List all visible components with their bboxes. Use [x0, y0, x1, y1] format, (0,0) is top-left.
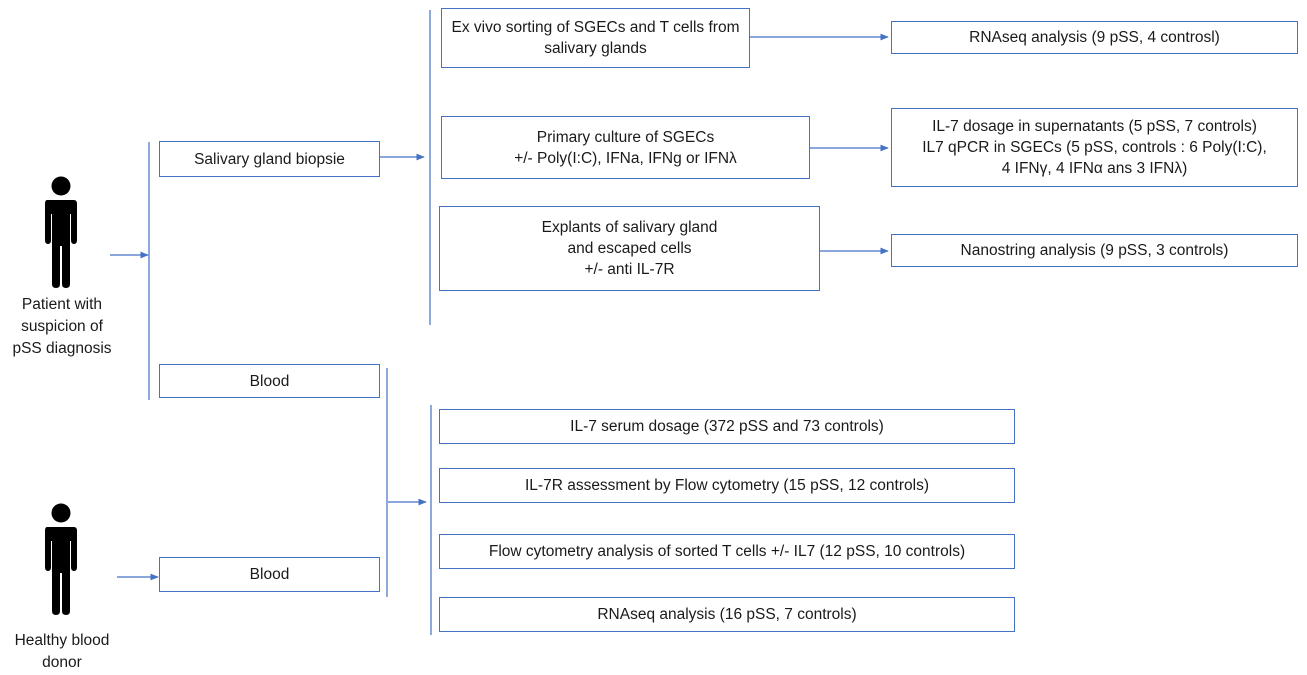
il7-box: IL-7 dosage in supernatants (5 pSS, 7 co… [891, 108, 1298, 187]
nanostring-box: Nanostring analysis (9 pSS, 3 controls) [891, 234, 1298, 267]
patient-label-line: pSS diagnosis [12, 340, 112, 357]
il7-line: 4 IFNγ, 4 IFNα ans 3 IFNλ) [1001, 160, 1188, 177]
sorting-line: Ex vivo sorting of SGECs and T cells fro… [451, 19, 740, 36]
blood-donor-box: Blood [159, 557, 380, 592]
person-icon [45, 503, 77, 615]
explants-line: Explants of salivary gland [541, 219, 718, 236]
nanostring-line: Nanostring analysis (9 pSS, 3 controls) [960, 242, 1229, 259]
patient-label-line: Patient with [21, 296, 103, 313]
explants-line: +/- anti IL-7R [584, 261, 675, 278]
explants-line: and escaped cells [567, 240, 692, 257]
blood-patient-box: Blood [159, 364, 380, 398]
serum-box: IL-7 serum dosage (372 pSS and 73 contro… [439, 409, 1015, 444]
blood-donor-label: Blood [249, 566, 290, 583]
person-icon [45, 176, 77, 288]
donor-label-line: donor [42, 654, 82, 671]
biopsy-label: Salivary gland biopsie [194, 150, 345, 168]
rnaseq-blood-box: RNAseq analysis (16 pSS, 7 controls) [439, 597, 1015, 632]
rnaseq-biopsy-line: RNAseq analysis (9 pSS, 4 controsl) [969, 29, 1220, 46]
culture-box: Primary culture of SGECs +/- Poly(I:C), … [441, 116, 810, 179]
il7-line: IL-7 dosage in supernatants (5 pSS, 7 co… [932, 118, 1257, 135]
culture-line: Primary culture of SGECs [536, 128, 715, 146]
patient-label: Patient with suspicion of pSS diagnosis [0, 294, 124, 360]
flow-sorted-label: Flow cytometry analysis of sorted T cell… [488, 543, 966, 560]
flow-sorted-box: Flow cytometry analysis of sorted T cell… [439, 534, 1015, 569]
biopsy-box: Salivary gland biopsie [159, 141, 380, 177]
flow-il7r-label: IL-7R assessment by Flow cytometry (15 p… [524, 477, 929, 494]
donor-label-line: Healthy blood [14, 632, 110, 649]
patient-label-line: suspicion of [21, 318, 103, 335]
sorting-line: salivary glands [544, 40, 647, 57]
il7-line: IL7 qPCR in SGECs (5 pSS, controls : 6 P… [922, 139, 1267, 156]
culture-line: +/- Poly(I:C), IFNa, IFNg or IFNλ [514, 149, 737, 167]
donor-label: Healthy blood donor [0, 630, 124, 674]
rnaseq-biopsy-box: RNAseq analysis (9 pSS, 4 controsl) [891, 21, 1298, 54]
rnaseq-blood-label: RNAseq analysis (16 pSS, 7 controls) [597, 606, 857, 623]
serum-label: IL-7 serum dosage (372 pSS and 73 contro… [570, 418, 884, 435]
blood-patient-label: Blood [249, 372, 290, 390]
flow-il7r-box: IL-7R assessment by Flow cytometry (15 p… [439, 468, 1015, 503]
explants-box: Explants of salivary gland and escaped c… [439, 206, 820, 291]
sorting-box: Ex vivo sorting of SGECs and T cells fro… [441, 8, 750, 68]
